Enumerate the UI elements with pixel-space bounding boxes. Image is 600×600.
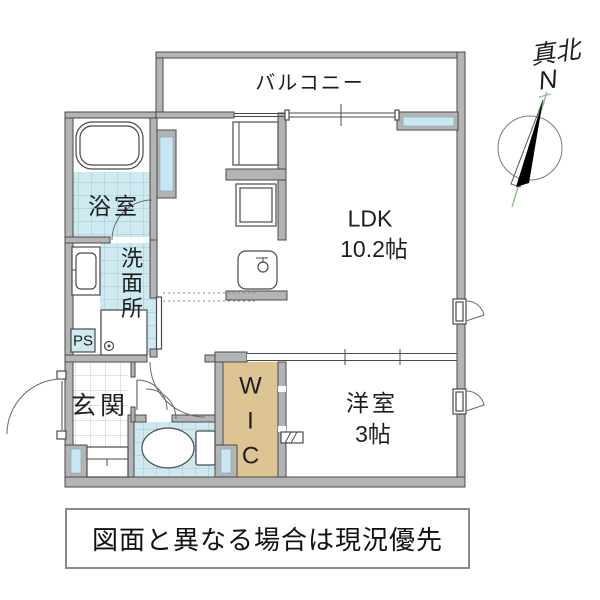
north-n-label: N: [536, 63, 560, 96]
front-door: [6, 370, 67, 440]
washroom-sliding-door: [155, 296, 163, 350]
refrigerator-space: [232, 121, 279, 166]
bathroom-label: 浴室: [88, 193, 140, 219]
entrance-inner-door: [136, 379, 168, 411]
western-room-casement-window: [452, 388, 485, 415]
balcony-label: バルコニー: [255, 72, 365, 95]
closet-hanger-pipe: [280, 431, 304, 444]
closet-slit-window: [220, 448, 232, 474]
north-needle-icon: [516, 100, 543, 187]
room-partition-sliding-door: [247, 349, 457, 365]
compass: [497, 91, 563, 208]
walk-in-closet-label: WIC: [237, 372, 264, 478]
bathtub: [75, 121, 144, 170]
washing-machine-pan: [100, 309, 148, 356]
entrance-slit-window: [70, 448, 82, 474]
disclaimer-box: 図面と異なる場合は現況優先: [65, 508, 470, 569]
ldk-label: LDK: [347, 205, 393, 232]
kitchen-sink: [237, 250, 278, 290]
pipe-space-box: [70, 328, 96, 353]
balcony-sliding-door: [234, 104, 400, 126]
kitchen-window: [402, 116, 455, 127]
disclaimer-text: 図面と異なる場合は現況優先: [91, 525, 443, 555]
entrance-step: [86, 446, 129, 478]
hall-dotted-line: [163, 292, 257, 302]
toilet-fixture: [141, 427, 216, 469]
vanity-sink: [71, 246, 101, 296]
entrance-label: 玄関: [70, 392, 130, 420]
walls: [64, 51, 466, 488]
entrance-floor: [72, 362, 128, 447]
ldk-size-label: 10.2帖: [340, 236, 408, 262]
bathroom-door-arc: [111, 199, 153, 241]
ldk-casement-window: [452, 298, 485, 325]
western-room-size-label: 3帖: [355, 421, 391, 447]
bathroom-floor: [72, 172, 150, 237]
western-room-label: 洋室: [346, 390, 398, 416]
pipe-space-label: PS: [72, 332, 94, 350]
toilet-door-arc: [145, 388, 177, 420]
washroom-label: 洗面所: [118, 246, 143, 322]
bathroom-window: [159, 136, 174, 192]
kitchen-units: [232, 121, 279, 290]
